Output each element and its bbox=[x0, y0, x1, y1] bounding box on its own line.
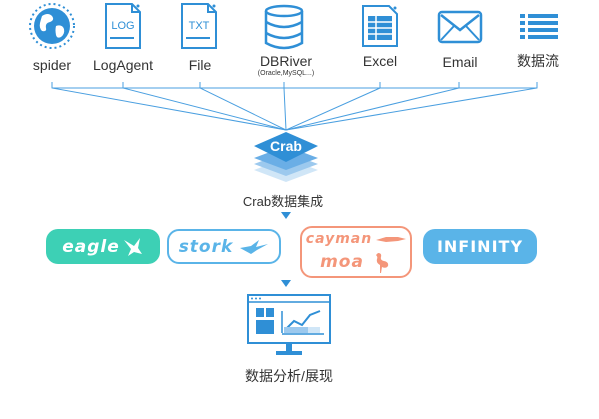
target-cayman-label: cayman bbox=[305, 231, 373, 247]
crocodile-icon bbox=[376, 237, 407, 242]
target-cayman-moa: cayman moa bbox=[300, 226, 412, 278]
eagle-icon bbox=[123, 237, 142, 256]
database-icon bbox=[263, 4, 305, 50]
txt-file-icon: TXT bbox=[180, 2, 218, 50]
data-stream-icon bbox=[520, 14, 558, 40]
stacked-layers-icon bbox=[252, 128, 320, 188]
hub-caption: Crab数据集成 bbox=[242, 194, 324, 209]
flamingo-icon bbox=[375, 253, 389, 273]
output-caption: 数据分析/展现 bbox=[245, 368, 333, 384]
target-stork: stork bbox=[167, 229, 281, 264]
target-infinity: INFINITY bbox=[423, 229, 537, 264]
target-eagle: eagle bbox=[46, 229, 160, 264]
target-moa-label: moa bbox=[320, 252, 364, 272]
target-infinity-label: INFINITY bbox=[436, 237, 524, 256]
source-label-logagent: LogAgent bbox=[93, 57, 153, 73]
source-label-datastream: 数据流 bbox=[517, 53, 559, 69]
log-icon-text: LOG bbox=[111, 20, 135, 32]
source-label-dbriver: DBRiver bbox=[259, 53, 313, 69]
source-label-spider: spider bbox=[32, 57, 72, 73]
target-stork-label: stork bbox=[178, 236, 234, 257]
hub-badge: Crab bbox=[270, 138, 302, 154]
envelope-icon bbox=[437, 10, 483, 44]
target-eagle-label: eagle bbox=[62, 236, 120, 257]
spreadsheet-icon bbox=[361, 4, 399, 48]
source-label-email: Email bbox=[442, 54, 478, 70]
log-file-icon: LOG bbox=[104, 2, 142, 50]
source-label-excel: Excel bbox=[362, 53, 398, 69]
globe-icon bbox=[28, 2, 76, 50]
monitor-chart-icon bbox=[246, 293, 332, 357]
source-sublabel-dbriver: (Oracle,MySQL...) bbox=[257, 70, 315, 77]
txt-icon-text: TXT bbox=[188, 20, 210, 32]
source-label-file: File bbox=[188, 57, 212, 73]
stork-icon bbox=[240, 239, 269, 254]
